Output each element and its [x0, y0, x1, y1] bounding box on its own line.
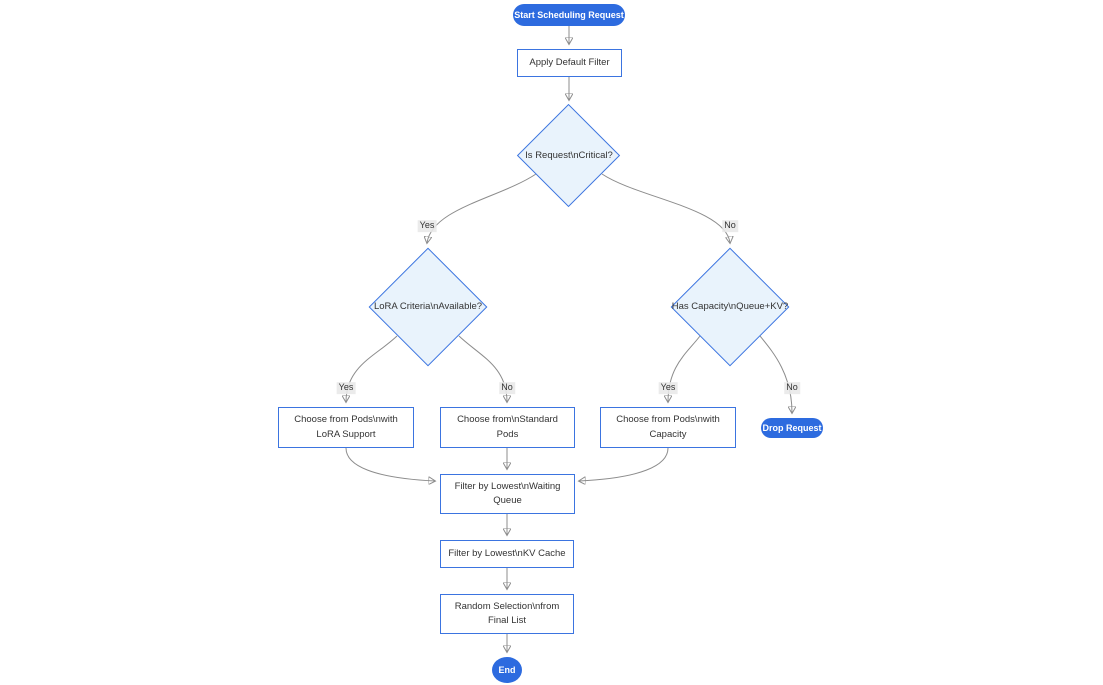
choose-lora-pods-node: Choose from Pods\nwith LoRA Support — [278, 407, 414, 448]
edge-critical-no — [601, 173, 730, 243]
choose-standard-pods-node: Choose from\nStandard Pods — [440, 407, 575, 448]
edge-label-capacity-yes: Yes — [658, 382, 678, 394]
choose-capacity-pods-node: Choose from Pods\nwith Capacity — [600, 407, 736, 448]
decision-lora-available-label: LoRA Criteria\nAvailable? — [373, 300, 483, 312]
end-node: End — [492, 657, 522, 683]
edge-label-lora-yes: Yes — [336, 382, 356, 394]
edge-label-critical-no: No — [722, 220, 738, 232]
edge-capacity-no — [759, 335, 792, 413]
edge-critical-yes — [427, 173, 537, 243]
decision-has-capacity-label: Has Capacity\nQueue+KV? — [671, 300, 789, 312]
edge-label-lora-no: No — [499, 382, 515, 394]
edge-label-critical-yes: Yes — [417, 220, 437, 232]
edge-capacitypods-to-queue — [579, 447, 669, 481]
filter-waiting-queue-node: Filter by Lowest\nWaiting Queue — [440, 474, 575, 514]
drop-request-node: Drop Request — [761, 418, 823, 438]
edge-lorapods-to-queue — [345, 447, 435, 481]
apply-default-filter-node: Apply Default Filter — [517, 49, 622, 77]
decision-is-critical-label: Is Request\nCritical? — [525, 149, 613, 161]
filter-kv-cache-node: Filter by Lowest\nKV Cache — [440, 540, 574, 568]
start-node: Start Scheduling Request — [513, 4, 625, 26]
edge-label-capacity-no: No — [784, 382, 800, 394]
random-selection-node: Random Selection\nfrom Final List — [440, 594, 574, 634]
